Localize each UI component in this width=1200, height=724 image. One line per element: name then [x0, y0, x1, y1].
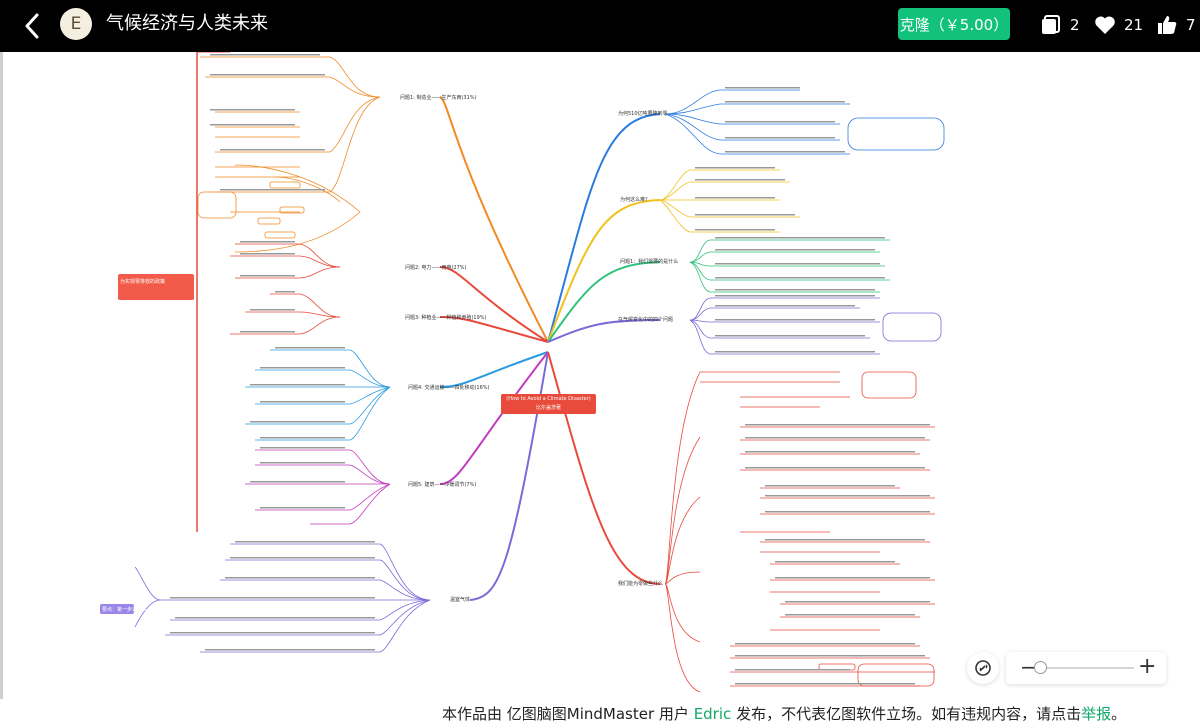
branch-right-3[interactable]: 问题1：我们需要的是什么 [620, 259, 679, 265]
copy-icon [1042, 15, 1060, 34]
thumbs-up-stat[interactable]: 7 [1156, 12, 1196, 38]
branch-left-4[interactable]: 问题4: 交通运输——四处移动(16%) [408, 385, 490, 391]
footer-suffix: 发布，不代表亿图软件立场。如有违规内容，请点击 [736, 705, 1082, 723]
branch-right-1[interactable]: 为何510亿吨要降到零 [618, 111, 668, 117]
likes-count: 21 [1124, 16, 1144, 34]
central-topic[interactable]: (How to Avoid a Climate Disaster) 比尔盖茨著 [501, 394, 596, 414]
central-topic-line2: 比尔盖茨著 [535, 405, 561, 411]
branch-right-5[interactable]: 我们能为零做些什么 [618, 581, 664, 587]
copies-count: 2 [1070, 16, 1080, 34]
callout-left-1: 为实现零排放的政策 [120, 279, 166, 285]
zoom-slider-handle[interactable] [1034, 661, 1047, 674]
likes-stat[interactable]: 21 [1094, 12, 1143, 38]
top-bar: E 气候经济与人类未来 克隆（￥5.00） 2 21 7 [0, 0, 1200, 52]
footer-text: 本作品由 亿图脑图MindMaster 用户 Edric 发布，不代表亿图软件立… [442, 703, 1126, 724]
footer: 本作品由 亿图脑图MindMaster 用户 Edric 发布，不代表亿图软件立… [0, 699, 1200, 724]
zoom-out-button[interactable]: − [1020, 655, 1037, 679]
avatar[interactable]: E [60, 8, 92, 40]
copies-stat[interactable]: 2 [1040, 12, 1080, 38]
branch-left-2[interactable]: 问题2: 电力——用电(27%) [405, 265, 467, 271]
page-title: 气候经济与人类未来 [106, 13, 268, 34]
mindmap-diagram [100, 52, 945, 693]
callout-left-2: 要点：第一步是什么 [102, 607, 148, 613]
report-link[interactable]: 举报 [1081, 705, 1112, 723]
branch-left-3[interactable]: 问题3: 种植业——种植和养殖(19%) [405, 315, 487, 321]
canvas-left-edge [0, 52, 3, 699]
zoom-slider-track[interactable] [1042, 667, 1134, 669]
branch-left-6[interactable]: 温室气体 [450, 597, 471, 603]
chevron-left-icon [25, 13, 39, 39]
footer-user-link[interactable]: Edric [693, 705, 732, 723]
zoom-in-button[interactable]: + [1138, 654, 1157, 679]
heart-icon [1095, 16, 1115, 34]
back-button[interactable] [16, 10, 48, 42]
central-topic-line1: (How to Avoid a Climate Disaster) [506, 396, 591, 402]
thumbs-up-count: 7 [1186, 16, 1196, 34]
thumbs-up-icon [1158, 16, 1177, 34]
branch-right-2[interactable]: 为何这么难？ [620, 197, 651, 203]
footer-prefix: 本作品由 亿图脑图MindMaster 用户 [442, 705, 689, 723]
share-link-button[interactable] [967, 652, 999, 684]
branch-left-1[interactable]: 问题1: 制造业——生产东西(31%) [400, 95, 477, 101]
footer-end: 。 [1111, 705, 1127, 723]
branch-left-5[interactable]: 问题5: 建筑——冷暖调节(7%) [408, 482, 477, 488]
clone-button[interactable]: 克隆（￥5.00） [898, 8, 1010, 40]
zoom-control: − + [1006, 652, 1166, 684]
branch-right-4[interactable]: 在气候变化中的四个问题 [618, 317, 674, 323]
mindmap-canvas[interactable]: (How to Avoid a Climate Disaster) 比尔盖茨著 … [0, 52, 1200, 699]
link-icon [975, 660, 991, 676]
